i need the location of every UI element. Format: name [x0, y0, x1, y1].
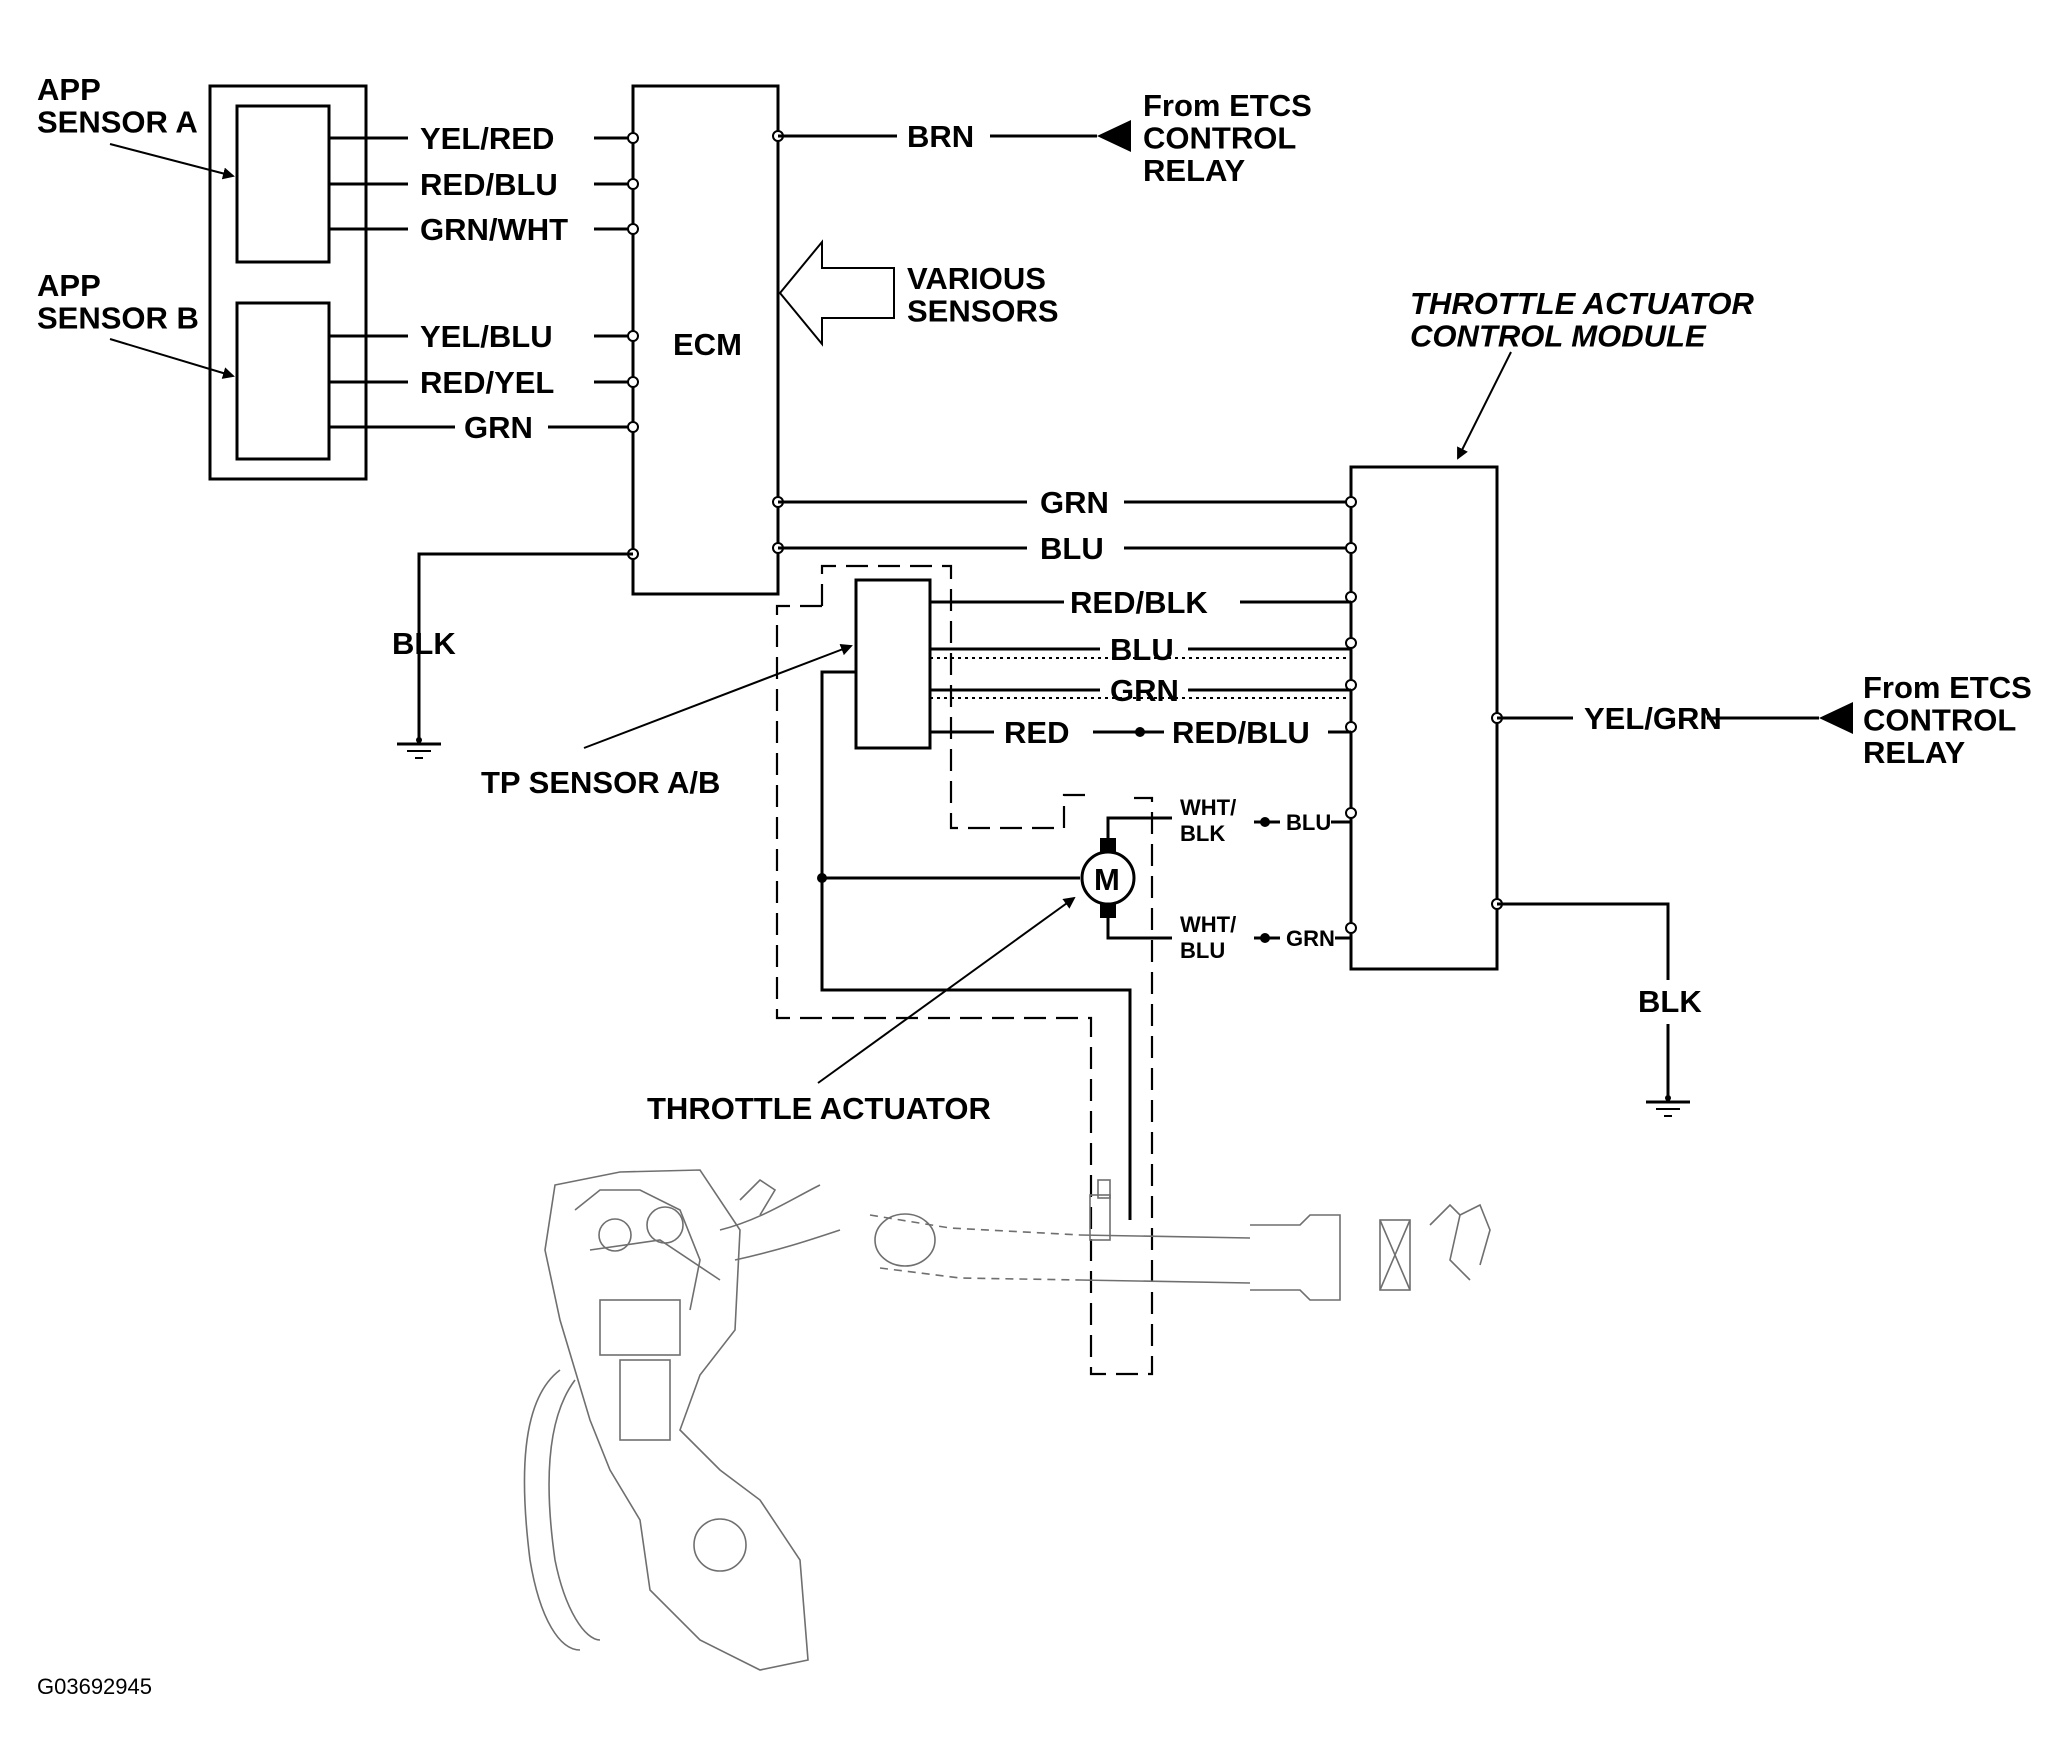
wire-label-motor-a-1: WHT/	[1180, 795, 1236, 820]
wire-label-blk-ecm: BLK	[392, 626, 456, 661]
wire-label-blu-tp: BLU	[1110, 632, 1174, 667]
wire-label-grn-wht: GRN/WHT	[420, 212, 568, 247]
engine-illustration	[523, 1169, 1491, 1671]
motor-label: M	[1094, 862, 1120, 897]
app-sensor-a-pointer	[109, 143, 235, 180]
wire-label-yel-blu: YEL/BLU	[420, 319, 553, 354]
tp-sensor-wires	[930, 600, 1351, 737]
wire-label-grn: GRN	[464, 410, 533, 445]
tacm-box	[1349, 465, 1499, 971]
throttle-actuator-pointer	[817, 896, 1076, 1084]
figure-id: G03692945	[37, 1674, 152, 1699]
various-sensors-arrow	[778, 239, 895, 347]
wire-label-yel-red: YEL/RED	[420, 121, 554, 156]
wire-label-motor-a-3: BLU	[1286, 810, 1331, 835]
tacm-pointer	[1457, 351, 1512, 460]
etcs-relay-right-connector	[1819, 702, 1853, 734]
wire-label-blu-ecm-tacm: BLU	[1040, 531, 1104, 566]
wire-label-red-blk: RED/BLK	[1070, 585, 1208, 620]
app-sensor-b-box	[235, 301, 331, 461]
throttle-body-outline	[775, 564, 1154, 1376]
wire-label-red: RED	[1004, 715, 1069, 750]
wire-label-motor-b-2: BLU	[1180, 938, 1225, 963]
ecm-label: ECM	[673, 327, 742, 362]
wire-label-brn: BRN	[907, 119, 974, 154]
tp-sensor-label: TP SENSOR A/B	[481, 765, 720, 800]
wire-label-yel-grn: YEL/GRN	[1584, 701, 1722, 736]
wire-label-motor-b-1: WHT/	[1180, 912, 1236, 937]
wire-label-grn-ecm-tacm: GRN	[1040, 485, 1109, 520]
motor-symbol	[1080, 816, 1172, 940]
app-sensor-stubs	[329, 136, 366, 429]
wire-label-red-blu-tp: RED/BLU	[1172, 715, 1310, 750]
wire-label-grn-tp: GRN	[1110, 673, 1179, 708]
wire-label-motor-a-2: BLK	[1180, 821, 1225, 846]
wire-label-red-blu: RED/BLU	[420, 167, 558, 202]
wire-label-red-yel: RED/YEL	[420, 365, 554, 400]
ecm-box	[631, 84, 780, 596]
etcs-relay-top-connector	[1097, 120, 1131, 152]
throttle-actuator-label: THROTTLE ACTUATOR	[647, 1091, 991, 1126]
tp-ground-return	[820, 670, 1132, 1220]
app-to-ecm-wires	[366, 136, 633, 429]
wire-label-blk-tacm: BLK	[1638, 984, 1702, 1019]
tp-sensor-pointer	[583, 643, 853, 749]
app-sensor-assembly	[208, 84, 368, 481]
tp-sensor-box	[854, 578, 932, 750]
app-sensor-b-pointer	[109, 338, 235, 379]
wire-label-motor-b-3: GRN	[1286, 926, 1335, 951]
app-sensor-a-box	[235, 104, 331, 264]
